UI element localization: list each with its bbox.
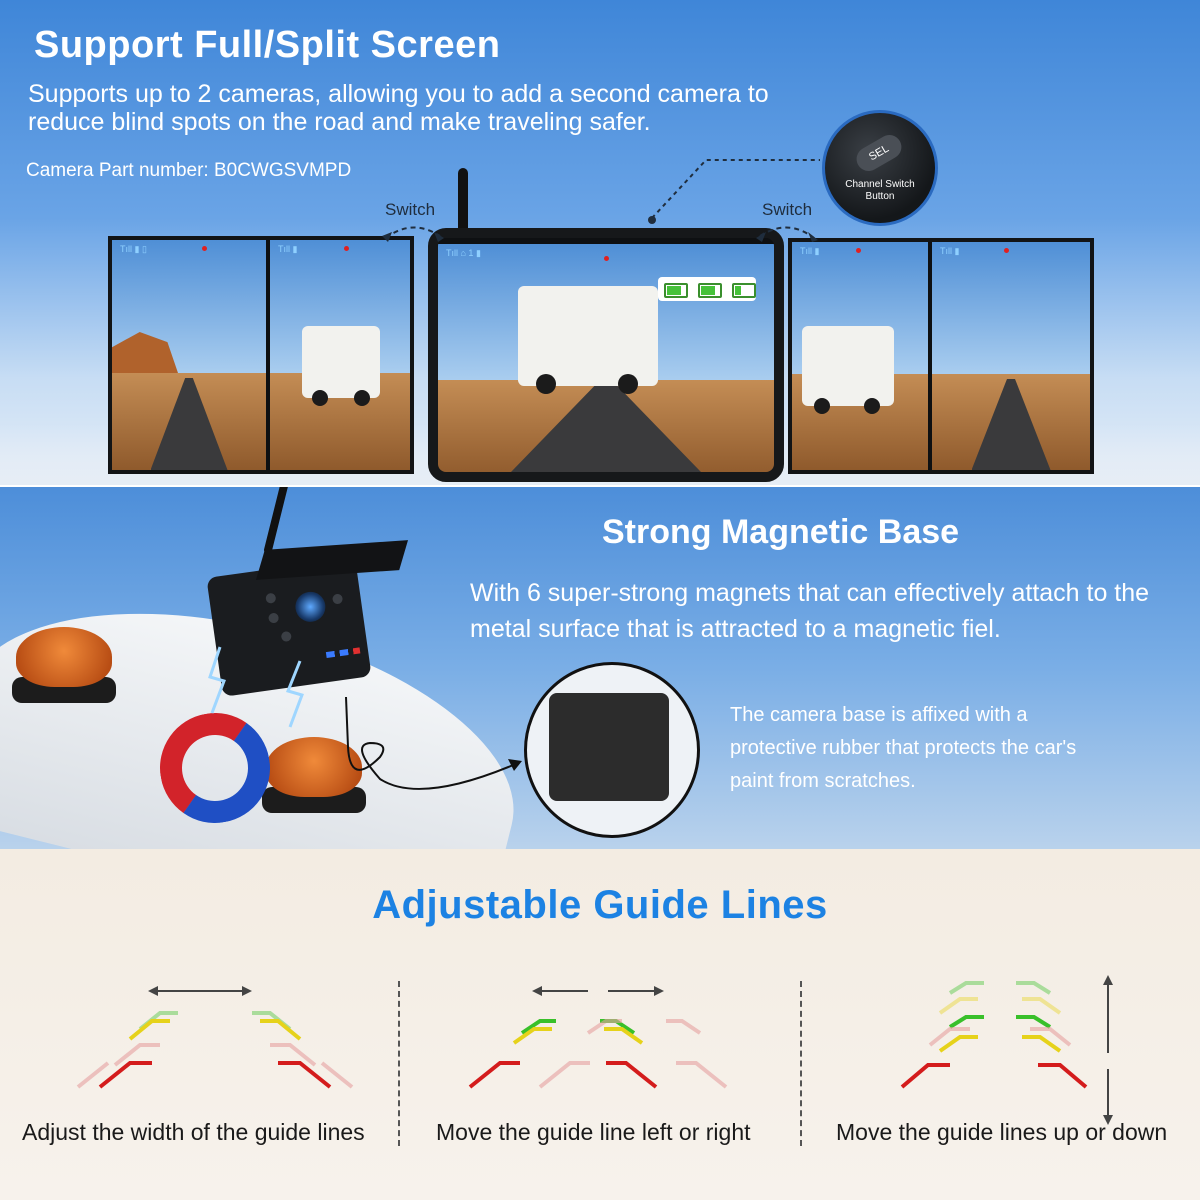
ir-led: [267, 612, 280, 624]
guide-lines-vertical-diagram: [900, 975, 1113, 1125]
camera-sun-visor: [255, 540, 409, 580]
rubber-pad-description: The camera base is affixed with a protec…: [730, 704, 1077, 792]
sel-button: SEL: [852, 130, 906, 176]
magnetic-base-title: Strong Magnetic Base: [602, 513, 960, 551]
column-divider: [800, 981, 802, 1146]
split-screen-title: Support Full/Split Screen: [34, 24, 501, 66]
monitor-antenna: [458, 168, 468, 240]
switch-label-right: Switch: [762, 200, 813, 219]
rv-image: [302, 326, 380, 406]
signal-icon: Tıll ▮: [278, 244, 298, 254]
caption-up-down: Move the guide lines up or down: [836, 1119, 1168, 1145]
lightning-icon: [208, 646, 304, 728]
left-right-arrows-icon: [532, 986, 664, 996]
part-number: Camera Part number: B0CWGSVMPD: [26, 160, 352, 181]
rv-image: [518, 286, 658, 394]
up-down-arrows-icon: [1103, 975, 1113, 1125]
section-divider: [0, 485, 1200, 487]
signal-icon: Tıll ▮ ▯: [120, 244, 147, 254]
pointer-arrow: [345, 696, 522, 790]
marker-lamp: [16, 627, 112, 687]
split-view-left-rv: Tıll ▮: [792, 242, 928, 470]
double-arrow-icon: [148, 986, 252, 996]
switch-label-left: Switch: [385, 200, 436, 219]
column-divider: [398, 981, 400, 1146]
split-view-right-rv: Tıll ▮: [270, 240, 410, 470]
split-view-left-road: Tıll ▮ ▯: [112, 240, 266, 470]
camera-antenna: [263, 487, 289, 555]
right-split-monitor: Tıll ▮ Tıll ▮: [788, 238, 1094, 474]
record-dot-icon: [344, 246, 349, 251]
signal-icon: Tıll ⌂ 1 ▮: [446, 248, 481, 258]
ir-led: [265, 592, 277, 604]
battery-status-panel: [658, 277, 756, 301]
signal-icon: Tıll ▮: [800, 246, 820, 256]
camera-lens: [293, 589, 328, 624]
magnetic-base-section: Strong Magnetic Base With 6 super-strong…: [0, 487, 1200, 849]
left-split-monitor: Tıll ▮ ▯ Tıll ▮: [108, 236, 414, 474]
ir-led: [331, 593, 344, 605]
rv-image: [802, 326, 894, 414]
split-view-right-road: Tıll ▮: [932, 242, 1090, 470]
main-monitor: Tıll ⌂ 1 ▮: [428, 228, 784, 482]
full-view-rv: Tıll ⌂ 1 ▮: [438, 244, 774, 472]
record-dot-icon: [604, 256, 609, 261]
split-screen-description: Supports up to 2 cameras, allowing you t…: [28, 80, 769, 136]
split-screen-section: Support Full/Split Screen Supports up to…: [0, 0, 1200, 485]
switch-arrows: [382, 159, 820, 242]
record-dot-icon: [856, 248, 861, 253]
battery-charging-icon: [732, 283, 756, 298]
record-dot-icon: [202, 246, 207, 251]
guide-lines-shift-diagram: [468, 986, 728, 1089]
rubber-pad-callout: [524, 662, 700, 838]
record-dot-icon: [1004, 248, 1009, 253]
channel-switch-label: Channel Switch Button: [845, 179, 915, 202]
guide-lines-width-diagram: [76, 986, 354, 1089]
caption-left-right: Move the guide line left or right: [436, 1119, 751, 1145]
battery-full-icon: [698, 283, 722, 298]
caption-width: Adjust the width of the guide lines: [22, 1119, 365, 1145]
battery-full-icon: [664, 283, 688, 298]
rubber-pad-image: [549, 693, 669, 801]
channel-switch-callout: SEL Channel Switch Button: [822, 110, 938, 226]
magnetic-base-description: With 6 super-strong magnets that can eff…: [470, 579, 1150, 643]
guide-lines-section: Adjustable Guide Lines: [0, 849, 1200, 1200]
marker-lamp: [266, 737, 362, 797]
guide-lines-title: Adjustable Guide Lines: [372, 883, 828, 927]
signal-icon: Tıll ▮: [940, 246, 960, 256]
